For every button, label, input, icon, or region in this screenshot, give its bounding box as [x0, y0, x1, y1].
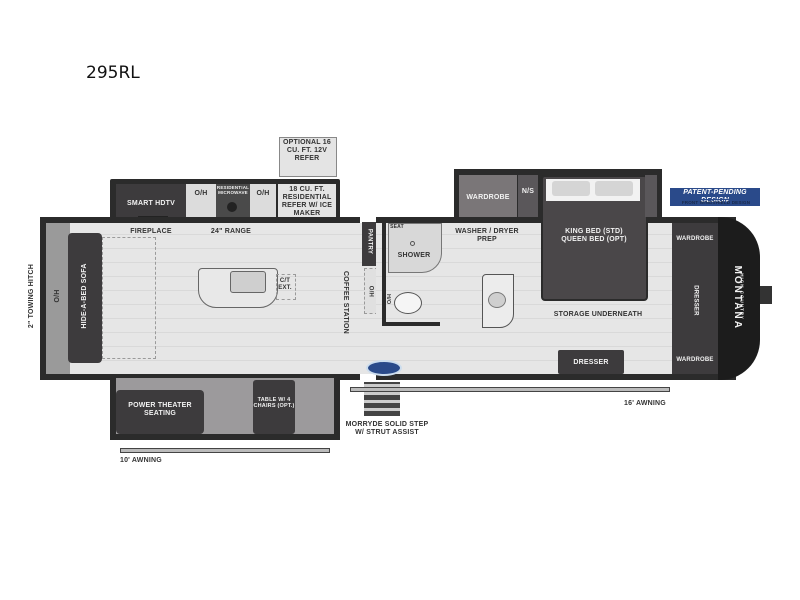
- storage-label: STORAGE UNDERNEATH: [553, 311, 643, 318]
- theater-seating: [116, 390, 204, 434]
- washer-dryer-label: WASHER / DRYER PREP: [455, 228, 519, 244]
- oh-label-2: O/H: [256, 190, 270, 197]
- towing-hitch-label: 2" TOWING HITCH: [27, 263, 35, 329]
- sofa: [68, 233, 102, 363]
- tv-label: SMART HDTV: [127, 200, 175, 207]
- brand-sub: HIGH COUNTRY: [739, 273, 745, 320]
- front-cap: [718, 217, 760, 380]
- fireplace-label: FIREPLACE: [130, 228, 172, 235]
- bath-wall-bottom: [382, 322, 440, 326]
- pantry: [362, 222, 376, 266]
- burner-icon: [227, 202, 237, 212]
- awning-10: [120, 448, 330, 453]
- front-wardrobe-dresser-unit: [672, 223, 718, 374]
- ho-label: H/O: [385, 293, 392, 305]
- pantry-label: PANTRY: [366, 228, 373, 255]
- coffee-station-label: COFFEE STATION: [342, 271, 350, 334]
- wardrobe-top: [459, 175, 517, 217]
- badge-line-1: PATENT-PENDING DESIGN: [670, 188, 760, 207]
- sofa-bed-extent: [102, 237, 156, 359]
- bed-label: KING BED (STD) QUEEN BED (OPT): [561, 228, 627, 244]
- pillow-right: [595, 181, 633, 196]
- nightstand-label: N/S: [521, 188, 535, 195]
- optional-refer-label: OPTIONAL 16 CU. FT. 12V REFER: [283, 139, 331, 163]
- morryde-logo: [366, 360, 402, 376]
- ct-ext-label: C/T EXT.: [278, 278, 292, 291]
- seat-label: SEAT: [390, 224, 404, 230]
- range: [216, 184, 250, 218]
- table-label: TABLE W/ 4 CHAIRS (OPT.): [253, 397, 295, 410]
- shower-label: SHOWER: [397, 252, 431, 259]
- pillow-left: [552, 181, 590, 196]
- rear-oh: [46, 223, 70, 374]
- tv-cabinet: [116, 184, 186, 218]
- oh-label-1: O/H: [194, 190, 208, 197]
- nightstand-right: [645, 175, 657, 217]
- dresser-bottom: [558, 350, 624, 374]
- shower: [388, 223, 442, 273]
- refer-label: 18 CU. FT. RESIDENTIAL REFER W/ ICE MAKE…: [281, 186, 333, 218]
- wardrobe-top-label: WARDROBE: [466, 194, 510, 201]
- microwave-label: RESIDENTIAL MICROWAVE: [216, 185, 250, 196]
- drain-icon: [410, 241, 415, 246]
- sofa-label: HIDE-A-BED SOFA: [80, 263, 88, 329]
- awning-16-label: 16' AWNING: [624, 400, 666, 407]
- oh-cabinet-1: [186, 184, 216, 218]
- bath-wall-left: [382, 223, 386, 325]
- sink-icon: [230, 271, 266, 293]
- toilet: [394, 292, 422, 314]
- wardrobe-front-top-label: WARDROBE: [676, 236, 714, 242]
- model-title: 295RL: [86, 63, 140, 83]
- sink-bath-icon: [488, 292, 506, 308]
- dining-table: [253, 380, 295, 434]
- optional-refer-box: [279, 137, 337, 177]
- nightstand: [518, 175, 538, 217]
- oh-label-3: O/H: [367, 285, 374, 298]
- front-hitch: [760, 286, 772, 304]
- awning-10-label: 10' AWNING: [120, 457, 162, 464]
- dresser-front-label: DRESSER: [692, 285, 699, 316]
- range-label: 24" RANGE: [210, 228, 252, 235]
- step-label: MORRYDE SOLID STEP W/ STRUT ASSIST: [345, 421, 429, 437]
- patent-badge: PATENT-PENDING DESIGN FRONT WINDSHIELD D…: [670, 188, 760, 210]
- badge-line-2: FRONT WINDSHIELD DESIGN: [674, 199, 758, 207]
- wardrobe-front-bottom-label: WARDROBE: [676, 357, 714, 363]
- oh-cabinet-2: [250, 184, 276, 218]
- theater-label: POWER THEATER SEATING: [128, 402, 192, 418]
- countertop-extension: [276, 274, 296, 300]
- awning-16: [350, 387, 670, 392]
- refer-box: [278, 184, 336, 218]
- dresser-bottom-label: DRESSER: [573, 359, 609, 366]
- rear-oh-label: O/H: [53, 289, 61, 303]
